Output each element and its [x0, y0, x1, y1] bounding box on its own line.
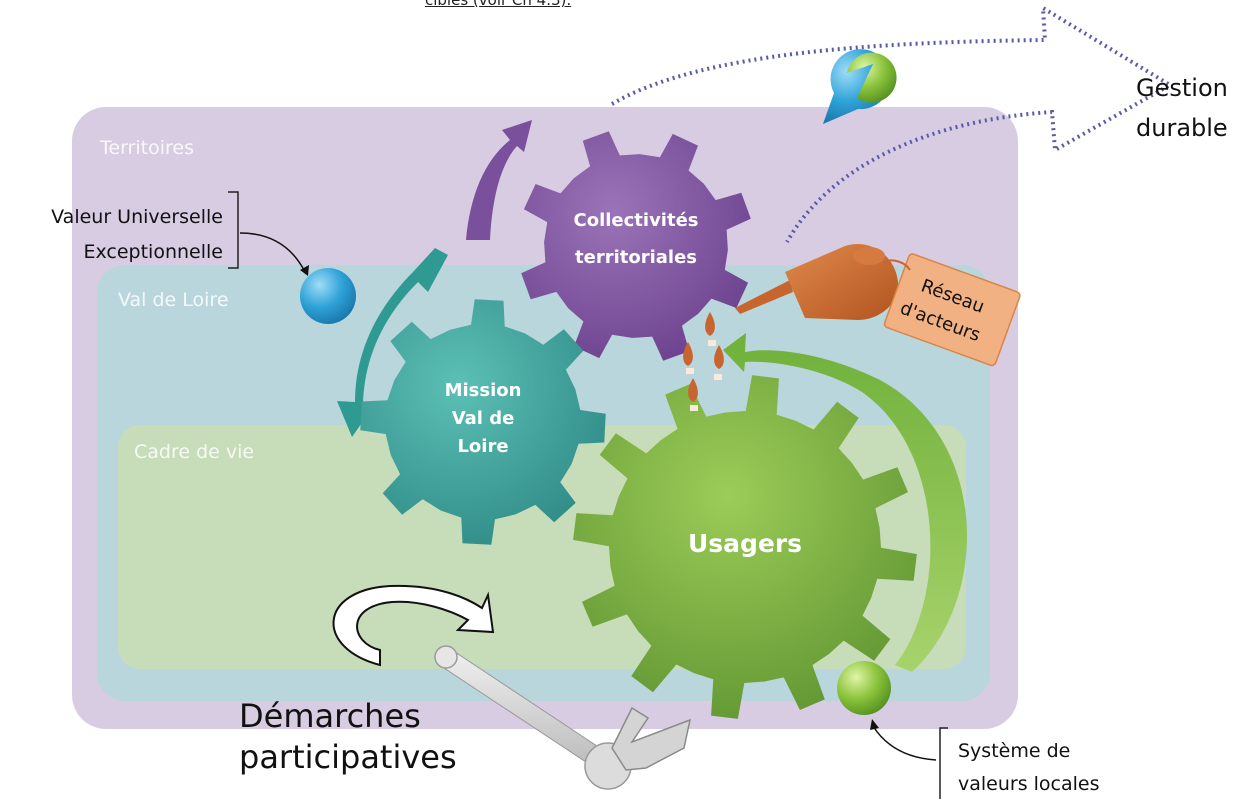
collectivites-gear [521, 131, 751, 361]
collectivites-label-1: Collectivités [574, 210, 699, 231]
purple-rotation-arrow [466, 120, 532, 240]
valeur-pointer-head [300, 265, 309, 276]
systeme-label-2: valeurs locales [958, 773, 1100, 795]
territoires-label: Territoires [99, 137, 194, 159]
oil-can-icon [735, 244, 899, 320]
teal-rotation-arrow [337, 248, 448, 437]
gestion-label-1: Gestion [1136, 74, 1228, 102]
systeme-pointer-head [870, 719, 879, 730]
val-de-loire-label: Val de Loire [118, 289, 229, 311]
mission-label-2: Val de [452, 408, 515, 429]
valeur-label-1: Valeur Universelle [51, 206, 223, 228]
tag-string [882, 259, 911, 271]
cropped-header-text: cibles (voir Ch 4.3). [425, 0, 572, 9]
demarches-label-2: participatives [239, 738, 457, 776]
systeme-pointer-arrow [872, 725, 937, 761]
green-sphere-icon [837, 661, 891, 715]
valeur-label-2: Exceptionnelle [84, 241, 224, 263]
reseau-acteurs-tag: Réseau d'acteurs [883, 253, 1021, 367]
systeme-bracket [939, 727, 948, 799]
pie-pieces-icon [823, 49, 897, 124]
gestion-label-2: durable [1136, 114, 1228, 142]
wrench-icon [434, 645, 692, 790]
collectivites-label-2: territoriales [575, 247, 697, 268]
demarches-label-1: Démarches [239, 697, 421, 735]
blue-sphere-icon [300, 268, 356, 324]
mission-label-3: Loire [457, 436, 508, 457]
valeur-pointer-arrow [239, 232, 305, 271]
mission-label-1: Mission [445, 380, 522, 401]
usagers-gear [573, 375, 917, 719]
valeur-bracket [228, 191, 239, 269]
systeme-label-1: Système de [958, 740, 1070, 762]
gestion-durable-arrow [610, 4, 1174, 243]
curved-action-arrow [332, 584, 495, 667]
cadre-de-vie-label: Cadre de vie [134, 441, 254, 463]
oil-drops-icon [683, 312, 724, 411]
usagers-label: Usagers [688, 529, 802, 558]
gears-group [360, 131, 917, 719]
mission-gear [360, 299, 606, 545]
green-rotation-arrow [723, 333, 968, 672]
